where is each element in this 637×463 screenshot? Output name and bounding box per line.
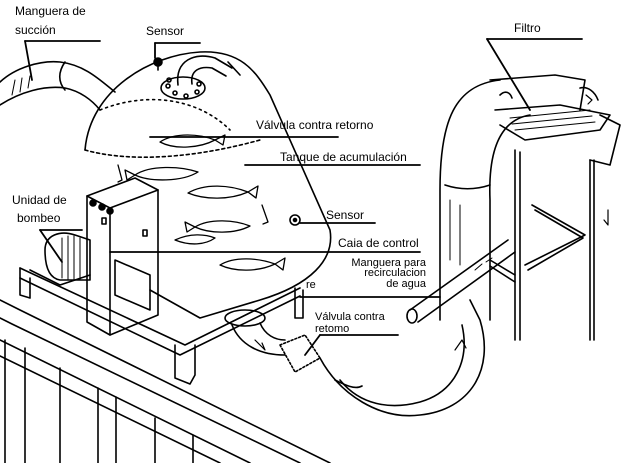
label-recirc-hose-line3: de agua <box>386 278 426 290</box>
label-stray-mark: re <box>306 279 316 291</box>
label-suction-hose-line1: Manguera de <box>15 4 86 18</box>
recirculation-hose <box>406 239 516 324</box>
top-port <box>160 55 241 100</box>
storage-tank <box>84 51 332 319</box>
control-box <box>86 177 159 336</box>
leader-lines <box>24 38 583 356</box>
label-storage-tank: Tanque de acumulación <box>280 150 407 164</box>
label-pump-unit-line1: Unidad de <box>12 193 67 207</box>
filter-stand <box>489 149 595 341</box>
label-sensor-top: Sensor <box>146 24 185 38</box>
label-pump-unit-line2: bombeo <box>17 211 61 225</box>
filter <box>489 74 621 166</box>
fence <box>0 299 331 463</box>
sensor-side <box>289 214 301 226</box>
label-check-valve-top: Válvula contra retorno <box>256 118 374 132</box>
base-frame <box>19 267 304 385</box>
label-filter: Filtro <box>514 21 541 35</box>
label-recirc-hose-line1: Manguera para <box>351 257 426 269</box>
label-sensor-side: Sensor <box>326 208 365 222</box>
label-recirc-hose-line2: recirculacion <box>364 267 426 279</box>
suction-hose <box>0 60 116 111</box>
label-suction-hose-line2: succión <box>15 23 56 37</box>
pump-unit <box>29 232 91 286</box>
label-control-box: Caia de control <box>338 236 419 250</box>
filter-hose <box>439 79 531 321</box>
sensor-top <box>153 57 163 71</box>
fish <box>117 134 286 271</box>
label-check-valve-bottom-line2: retomo <box>315 323 350 335</box>
outlet-hose <box>224 299 485 417</box>
label-check-valve-bottom-line1: Válvula contra <box>315 311 385 323</box>
flow-arrows <box>254 94 609 351</box>
